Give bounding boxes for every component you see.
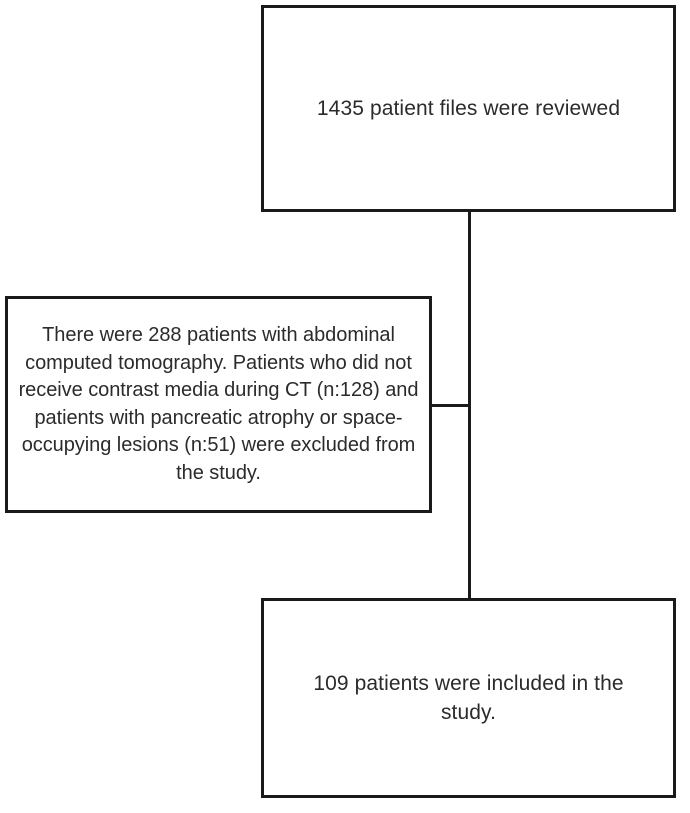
connector-horizontal-to-excluded: [430, 404, 470, 407]
node-patients-excluded-label: There were 288 patients with abdominal c…: [18, 324, 419, 484]
node-patients-excluded: There were 288 patients with abdominal c…: [5, 296, 432, 513]
node-patients-included-label: 109 patients were included in the study.: [313, 672, 624, 724]
node-patients-included: 109 patients were included in the study.: [261, 598, 676, 798]
node-patients-reviewed: 1435 patient files were reviewed: [261, 5, 676, 212]
node-patients-reviewed-label: 1435 patient files were reviewed: [316, 96, 621, 120]
